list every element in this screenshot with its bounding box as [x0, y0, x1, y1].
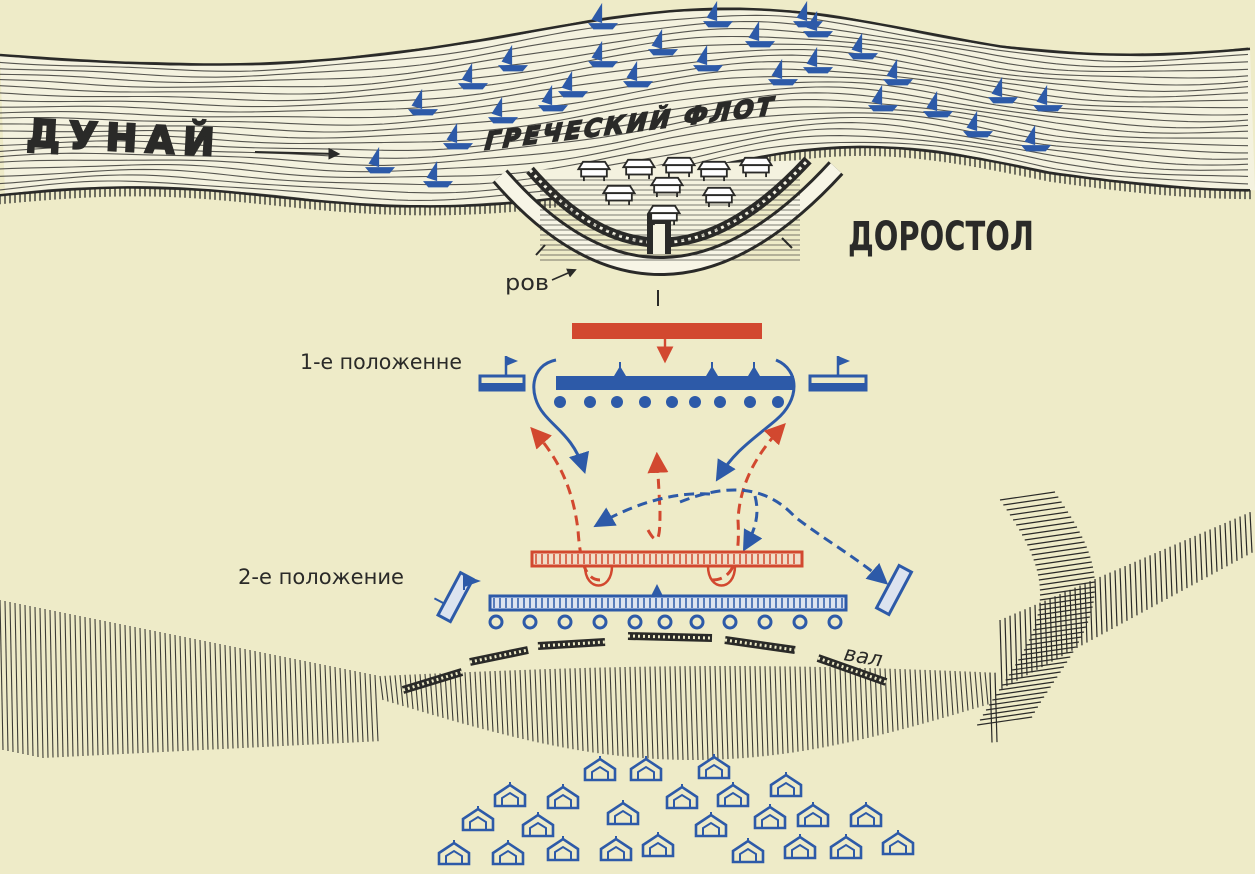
tent-icon — [546, 836, 580, 862]
tent-icon — [829, 834, 863, 860]
tent-icon — [641, 832, 675, 858]
infantry-marker — [639, 396, 651, 408]
infantry-marker — [772, 396, 784, 408]
tent-icon — [796, 802, 830, 828]
river-label: ДУНАЙ — [26, 111, 224, 165]
blue-infantry-row-1 — [554, 396, 784, 408]
tent-icon — [665, 784, 699, 810]
infantry-marker — [657, 614, 673, 630]
blue-army-line-1 — [556, 376, 794, 390]
red-counter-arrow-center — [646, 451, 669, 541]
infantry-marker — [592, 614, 608, 630]
infantry-marker — [611, 396, 623, 408]
infantry-marker — [522, 614, 538, 630]
infantry-marker — [722, 614, 738, 630]
blue-return-arrow-right — [679, 488, 889, 585]
position-1-label: 1-е положенне — [300, 350, 462, 374]
tent-icon — [753, 804, 787, 830]
tent-icon — [849, 802, 883, 828]
tent-icon — [606, 800, 640, 826]
infantry-marker — [627, 614, 643, 630]
rampart-segment — [469, 646, 529, 666]
river-flow-arrow — [254, 147, 341, 160]
tent-icon — [491, 840, 525, 866]
tent-icon — [731, 838, 765, 864]
tent-icon — [629, 756, 663, 782]
moat-pointer-arrow — [551, 268, 577, 281]
red-counter-arrow-right — [711, 422, 786, 582]
infantry-marker — [744, 396, 756, 408]
danube-river — [0, 7, 1255, 216]
rampart — [401, 632, 888, 694]
camp — [437, 754, 915, 866]
infantry-marker — [554, 396, 566, 408]
red-army-line-1 — [572, 323, 762, 339]
tent-icon — [694, 812, 728, 838]
cavalry-icon — [433, 570, 475, 624]
hills — [0, 491, 1253, 761]
ship-icon — [588, 2, 618, 30]
infantry-marker — [792, 614, 808, 630]
moat-label: ров — [505, 271, 549, 296]
blue-return-arrow-center — [742, 495, 763, 552]
rampart-segment — [627, 632, 713, 642]
infantry-marker — [666, 396, 678, 408]
tent-icon — [697, 754, 731, 780]
rampart-segment — [537, 638, 606, 650]
blue-return-arrow-left — [593, 492, 711, 528]
rampart-segment — [816, 654, 888, 686]
blue-infantry-row-2 — [488, 614, 843, 630]
infantry-marker — [827, 614, 843, 630]
infantry-marker — [714, 396, 726, 408]
blue-right-flank-arrow — [715, 358, 796, 482]
infantry-marker — [584, 396, 596, 408]
infantry-marker — [689, 614, 705, 630]
tent-icon — [493, 782, 527, 808]
tent-icon — [881, 830, 915, 856]
cavalry-icon — [808, 356, 868, 392]
tent-icon — [783, 834, 817, 860]
tent-icon — [769, 772, 803, 798]
infantry-marker — [557, 614, 573, 630]
tent-icon — [461, 806, 495, 832]
blue-unit-markers — [614, 362, 760, 376]
tent-icon — [546, 784, 580, 810]
tent-icon — [437, 840, 471, 866]
cavalry-icon — [478, 356, 526, 392]
position-1 — [478, 323, 868, 408]
infantry-marker — [757, 614, 773, 630]
tent-icon — [521, 812, 555, 838]
movement-arrows — [530, 358, 889, 585]
city-label: ДОРОСТОЛ — [848, 214, 1034, 260]
position-2 — [401, 550, 914, 694]
infantry-marker — [488, 614, 504, 630]
infantry-marker — [689, 396, 701, 408]
tent-icon — [716, 782, 750, 808]
rampart-segment — [724, 636, 796, 654]
flag-icon — [463, 574, 481, 590]
fortress-dorostol — [492, 156, 844, 306]
position-2-label: 2-е положение — [238, 565, 404, 589]
cavalry-icon — [874, 563, 914, 617]
blue-left-flank-arrow — [532, 358, 590, 475]
tent-icon — [599, 836, 633, 862]
rampart-segment — [401, 668, 464, 694]
tent-icon — [583, 756, 617, 782]
